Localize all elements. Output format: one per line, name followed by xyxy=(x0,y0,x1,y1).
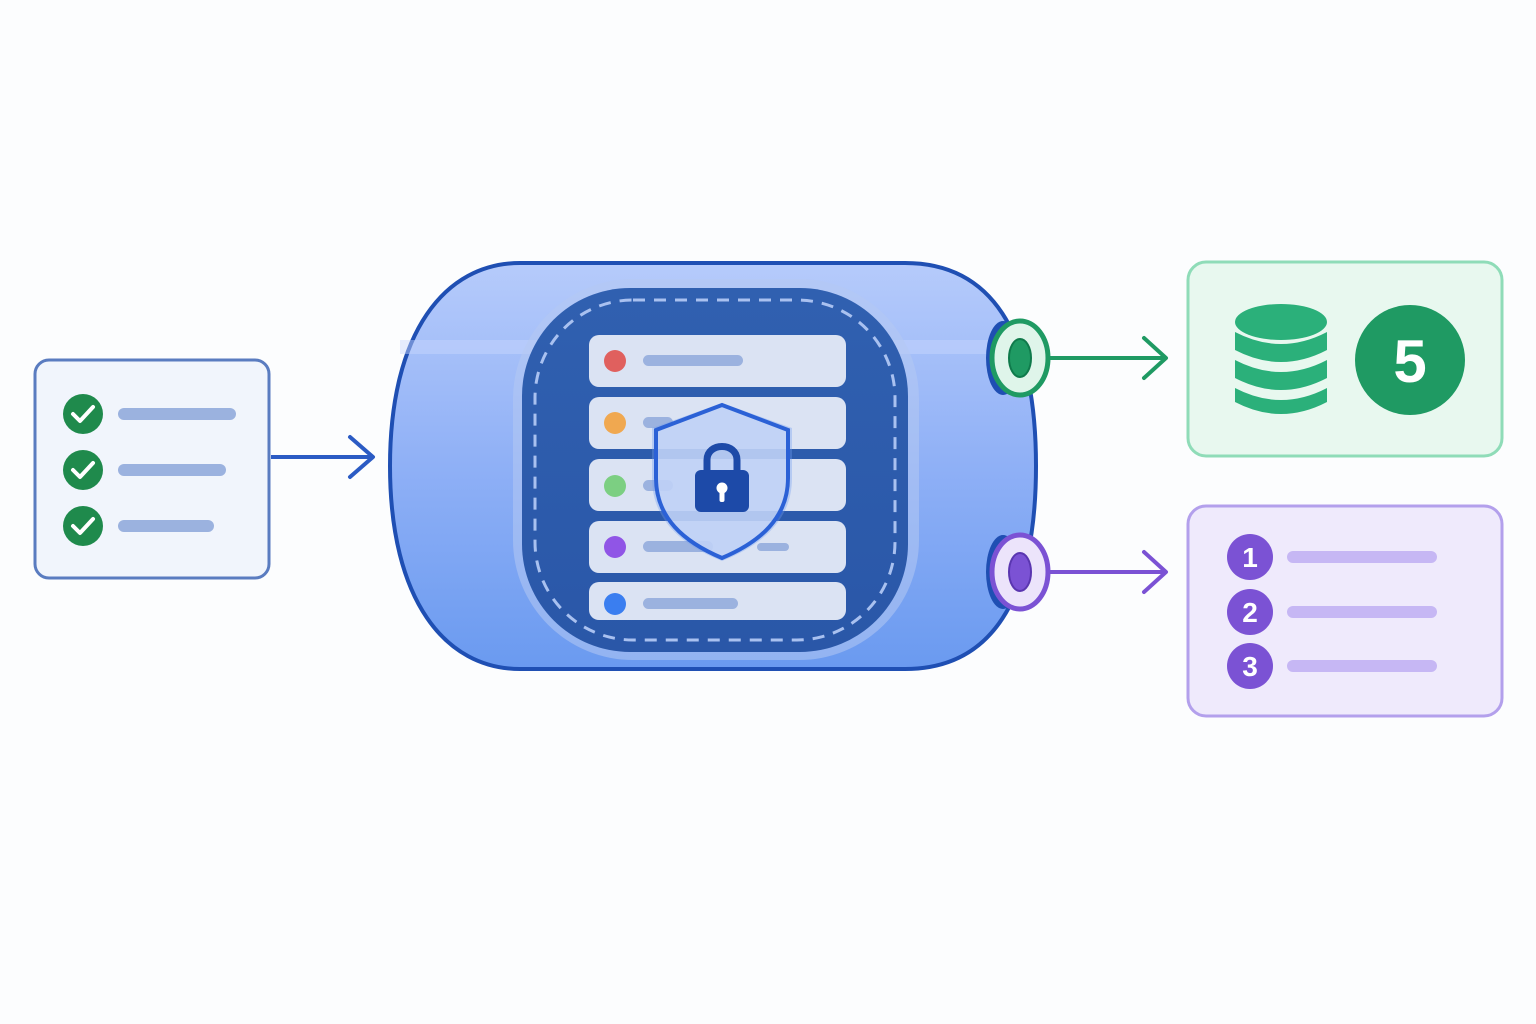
ordered-item-line xyxy=(1287,606,1437,618)
secure-pipe-container xyxy=(387,261,1051,671)
check-mark xyxy=(71,517,95,535)
ordered-item: 1 xyxy=(1227,534,1437,580)
green-output-port xyxy=(986,318,1051,398)
check-icon xyxy=(63,394,103,434)
record-dot xyxy=(604,412,626,434)
record-dot xyxy=(604,593,626,615)
record-dot xyxy=(604,536,626,558)
check-icon xyxy=(63,506,103,546)
number-badge xyxy=(1227,589,1273,635)
shield-lock-icon xyxy=(652,402,792,561)
record-row xyxy=(589,335,846,387)
ordered-item: 2 xyxy=(1227,589,1437,635)
ordered-item-line xyxy=(1287,551,1437,563)
count-badge: 5 xyxy=(1355,305,1465,415)
checklist-item xyxy=(63,506,214,546)
record-dot xyxy=(604,475,626,497)
purple-output-arrow xyxy=(1049,550,1168,594)
input-checklist-card xyxy=(33,358,271,580)
input-arrow xyxy=(271,435,375,479)
checklist-item-line xyxy=(118,408,236,420)
checklist-item-line xyxy=(118,464,226,476)
ordered-item-number: 1 xyxy=(1242,542,1258,573)
checklist-item-line xyxy=(118,520,214,532)
lock-icon xyxy=(695,443,749,512)
purple-output-port xyxy=(986,532,1051,612)
ordered-item: 3 xyxy=(1227,643,1437,689)
number-badge xyxy=(1227,643,1273,689)
record-dot xyxy=(604,350,626,372)
number-badge xyxy=(1227,534,1273,580)
ordered-item-number: 3 xyxy=(1242,651,1258,682)
check-mark xyxy=(71,405,95,423)
ordered-output-panel: 1 2 3 xyxy=(1186,504,1504,718)
checklist-item xyxy=(63,394,236,434)
record-row xyxy=(589,582,846,620)
ordered-item-line xyxy=(1287,660,1437,672)
ordered-item-number: 2 xyxy=(1242,597,1258,628)
count-output-panel: 5 xyxy=(1186,260,1504,458)
check-icon xyxy=(63,450,103,490)
check-mark xyxy=(71,461,95,479)
count-value: 5 xyxy=(1393,328,1426,395)
green-output-arrow xyxy=(1049,336,1168,380)
checklist-item xyxy=(63,450,226,490)
database-icon xyxy=(1235,304,1327,414)
